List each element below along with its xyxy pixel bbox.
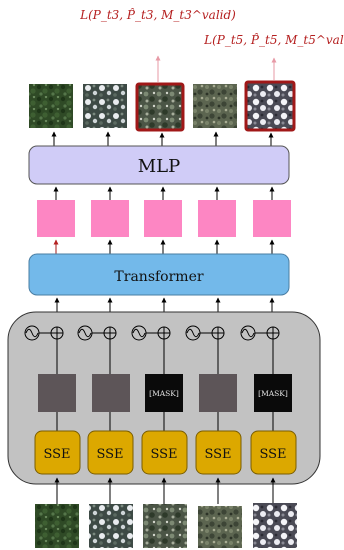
sse-label-t3: SSE <box>150 447 177 462</box>
output-image-t4 <box>193 84 237 128</box>
output-image-t3 <box>135 82 185 132</box>
input-image-t5 <box>253 503 297 548</box>
transformer-block <box>28 253 290 296</box>
sse-block-t2 <box>87 430 134 475</box>
encoder-column-t1: SSE <box>24 325 81 475</box>
input-image-t3 <box>143 504 187 548</box>
output-token-t4 <box>198 200 236 237</box>
sse-label-t2: SSE <box>96 447 123 462</box>
input-image-t1 <box>35 504 79 548</box>
input-token-t2 <box>92 374 130 412</box>
mask-token-t5 <box>254 374 292 412</box>
sse-label-t1: SSE <box>43 447 70 462</box>
mask-token-t3 <box>145 374 183 412</box>
sse-block-t1 <box>34 430 81 475</box>
sine-wave-curve <box>25 328 39 338</box>
sine-wave-curve <box>186 328 200 338</box>
output-token-t3 <box>144 200 182 237</box>
loss-label-t5: L(P_t5, P̂_t5, M_t5^valid) <box>203 32 344 47</box>
sse-label-t4: SSE <box>204 447 231 462</box>
sse-block-t3 <box>141 430 188 475</box>
output-token-t1 <box>37 200 75 237</box>
sine-wave-curve <box>132 328 146 338</box>
sse-block-t4 <box>195 430 242 475</box>
input-image-t4 <box>198 506 242 548</box>
transformer-token-arrows <box>53 239 275 254</box>
sse-block-t5 <box>250 430 297 475</box>
output-token-t5 <box>253 200 291 237</box>
encoder-column-t5: [MASK] SSE <box>240 325 297 475</box>
mlp-output-arrows <box>51 131 274 146</box>
output-token-t2 <box>91 200 129 237</box>
input-sse-arrows <box>54 477 276 504</box>
mlp-block <box>28 145 290 185</box>
transformer-label: Transformer <box>114 269 203 285</box>
mlp-label: MLP <box>138 156 181 177</box>
output-image-t5 <box>244 80 296 132</box>
output-image-t1 <box>29 84 73 128</box>
sse-label-t5: SSE <box>259 447 286 462</box>
encoder-column-t4: SSE <box>185 325 242 475</box>
mask-label-t3: [MASK] <box>149 389 179 398</box>
input-token-t4 <box>199 374 237 412</box>
output-image-t2 <box>83 84 127 128</box>
sine-wave-curve <box>241 328 255 338</box>
mask-label-t5: [MASK] <box>258 389 288 398</box>
loss-label-t3: L(P_t3, P̂_t3, M_t3^valid) <box>79 7 236 22</box>
encoder-column-t2: SSE <box>77 325 134 475</box>
sine-wave-curve <box>78 328 92 338</box>
encoder-column-t3: [MASK] SSE <box>131 325 188 475</box>
token-mlp-arrows <box>53 186 275 200</box>
input-image-t2 <box>89 504 133 548</box>
input-token-t1 <box>38 374 76 412</box>
